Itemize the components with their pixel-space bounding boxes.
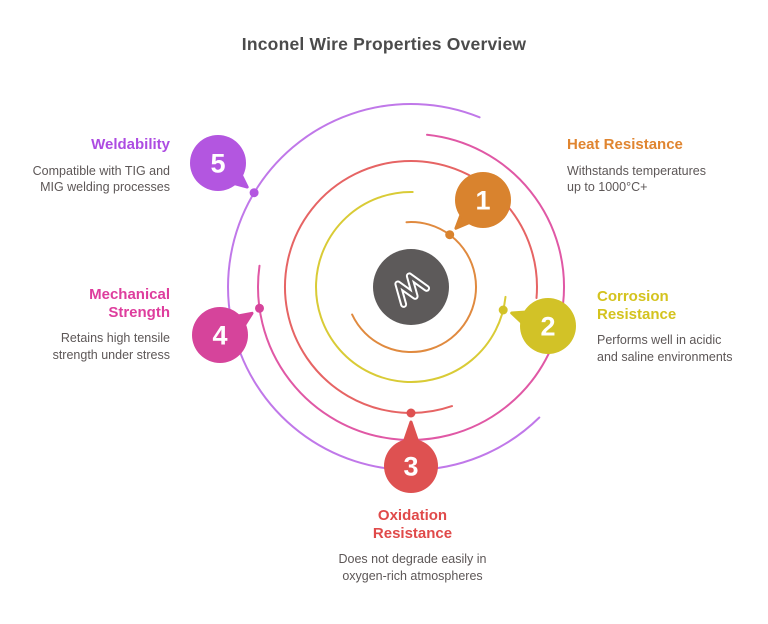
bubble-corrosion-resistance [520,298,576,354]
bubble-oxidation-resistance [384,439,438,493]
item-text-oxidation-resistance: Oxidation Resistance Does not degrade ea… [300,507,525,585]
item-title-oxidation-resistance: Oxidation Resistance [372,507,453,542]
bubble-weldability [190,135,246,191]
item-description-weldability: Compatible with TIG and MIG welding proc… [32,163,170,195]
bubble-number-heat-resistance: 1 [475,186,490,216]
dot-mechanical-strength [255,303,264,313]
arc-mechanical-strength [257,133,566,441]
item-text-heat-resistance: Heat Resistance Withstands temperatures … [567,136,742,196]
bubble-number-oxidation-resistance: 3 [403,452,418,482]
dot-weldability [249,188,259,198]
item-description-mechanical-strength: Retains high tensile strength under stre… [52,331,170,363]
bubble-number-weldability: 5 [210,149,225,179]
item-text-corrosion-resistance: Corrosion Resistance Performs well in ac… [597,288,767,366]
wire-zigzag-inner [396,274,429,306]
wire-zigzag-icon [394,272,431,308]
bubble-number-mechanical-strength: 4 [212,321,227,351]
bubble-mechanical-strength [192,307,248,363]
item-description-oxidation-resistance: Does not degrade easily in oxygen-rich a… [338,552,487,584]
item-title-mechanical-strength: Mechanical Strength [89,286,170,321]
item-title-weldability: Weldability [91,136,170,153]
arc-corrosion-resistance [315,190,507,383]
page-title: Inconel Wire Properties Overview [241,34,527,54]
item-title-heat-resistance: Heat Resistance [567,136,683,153]
item-description-corrosion-resistance: Performs well in acidic and saline envir… [597,333,733,365]
item-title-corrosion-resistance: Corrosion Resistance [597,288,677,323]
bubble-number-corrosion-resistance: 2 [540,312,555,342]
item-text-weldability: Weldability Compatible with TIG and MIG … [8,136,170,196]
item-text-mechanical-strength: Mechanical Strength Retains high tensile… [8,286,170,364]
dot-corrosion-resistance [498,305,508,315]
dot-oxidation-resistance [406,408,416,418]
item-description-heat-resistance: Withstands temperatures up to 1000°C+ [567,163,706,195]
bubble-heat-resistance [455,172,511,228]
dot-heat-resistance [445,230,455,240]
